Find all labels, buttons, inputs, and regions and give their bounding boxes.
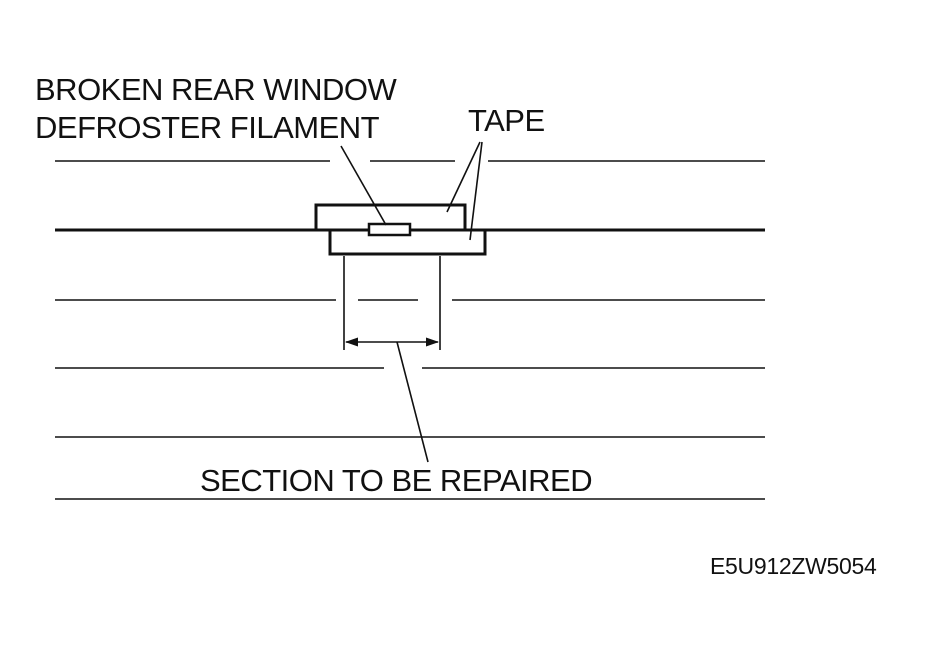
filament-label-line2: DEFROSTER FILAMENT	[35, 110, 380, 145]
broken-filament-gap	[367, 222, 412, 237]
filament-label-line1: BROKEN REAR WINDOW	[35, 72, 398, 107]
leader-tape-lower	[469, 141, 483, 241]
tape-label: TAPE	[468, 103, 545, 138]
leader-section	[396, 341, 429, 463]
arrowhead-left	[345, 337, 358, 347]
arrowhead-right	[426, 337, 439, 347]
figure-code: E5U912ZW5054	[710, 553, 877, 579]
section-label: SECTION TO BE REPAIRED	[200, 463, 592, 498]
tape-pieces	[314, 203, 487, 256]
leader-filament	[340, 145, 387, 226]
leader-lines	[340, 141, 483, 463]
leader-tape-upper	[446, 141, 481, 213]
section-dimension	[343, 256, 441, 350]
